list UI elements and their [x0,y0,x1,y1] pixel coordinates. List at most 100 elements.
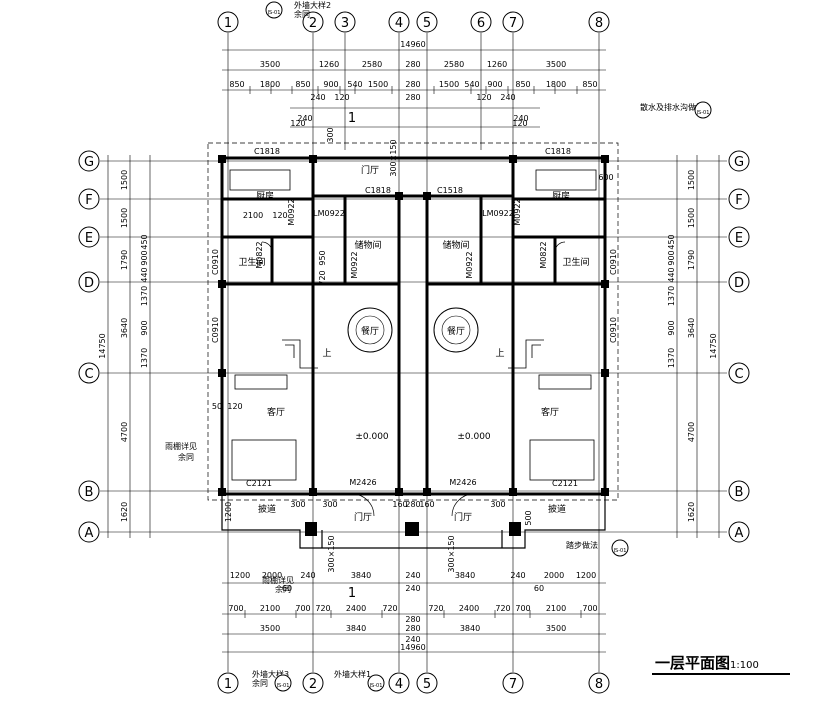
window-c1818-right: C1818 [545,147,571,156]
room-labels: 厨房 厨房 卫生间 卫生间 储物间 储物间 餐厅 餐厅 客厅 客厅 门厅 门厅 … [238,164,589,523]
axis-bottom-5: 5 [423,677,431,692]
axis-top-5: 5 [423,16,431,31]
walls [220,156,607,496]
misc-14: 300 [290,500,305,509]
door-lm0922-left: LM0922 [313,209,345,218]
section-mark-bottom: 1 [348,586,356,601]
dim-top-r2-8: 1500 [439,80,459,89]
dim-left-sub-2: 440 [140,267,149,282]
roof-outline [207,142,619,501]
dim-left-total: 14750 [98,333,107,358]
dim-bottom-r2-5: 720 [382,604,397,613]
dim-top-r3-2: 280 [405,93,420,102]
misc-4: 2100 [243,211,263,220]
axis-right-b: B [735,485,744,500]
drawing-title: 一层平面图 [655,654,730,672]
door-m0922-storage-left: M0922 [350,251,359,278]
note-left-3: 雨棚详见 [262,575,294,585]
stair-dim-bottom-right: 300×150 [447,535,456,572]
axis-bottom-4: 4 [395,677,403,692]
structural-columns [218,155,609,536]
bottom-dimension-lines [222,582,606,653]
section-mark-top: 1 [348,111,356,126]
room-storage-left: 储物间 [354,239,381,251]
dim-bottom-r2-0: 700 [228,604,243,613]
furniture [229,169,597,481]
dim-left-4: 4700 [120,422,129,442]
door-m0822-right: M0822 [539,241,548,268]
misc-12: 160 [419,500,434,509]
dim-right-sub-1: 900 [667,250,676,265]
room-living-right: 客厅 [541,406,559,418]
dim-bottom-r3-4: 240 [405,571,420,580]
window-c1518-center: C1518 [437,186,463,195]
dim-bottom-r1-3: 3840 [460,624,480,633]
dim-top-r2-10: 900 [487,80,502,89]
room-foyer-top: 门厅 [361,164,379,176]
stair-up-right: 上 [495,348,504,359]
axis-right-f: F [735,193,742,208]
detail-ref-bottom-right: JS-01 [369,683,383,689]
window-c1818-center: C1818 [365,186,391,195]
room-veranda-right: 披道 [548,503,566,515]
axis-top-4: 4 [395,16,403,31]
dim-left-5: 1620 [120,502,129,522]
dim-top-r2-11: 240 [500,93,515,102]
misc-2: 300 [326,127,335,142]
dim-bottom-r2-1: 2100 [260,604,280,613]
porch-outline [221,494,606,549]
room-kitchen-left: 厨房 [256,190,274,202]
note-left-1: 雨棚详见 [165,441,197,451]
detail-callout-right-top [694,101,712,119]
room-bathroom-left: 卫生间 [238,256,265,268]
dining-table-right [433,307,479,353]
misc-3: 600 [598,173,613,182]
note-right-bottom: 踏步做法 [566,540,598,550]
misc-13: 1200 [224,502,233,522]
axis-bubbles-top: 1 2 3 4 5 6 7 8 [217,11,610,33]
window-c0910-left-upper: C0910 [211,249,220,275]
dim-bottom-r3-2: 240 [300,571,315,580]
dim-top-r2-7: 280 [405,80,420,89]
detail-callouts: JS-01 JS-01 JS-01 JS-01 JS-01 [265,1,712,692]
dim-right-sub-2: 440 [667,267,676,282]
dim-left-3: 3640 [120,318,129,338]
misc-11: 280 [405,500,420,509]
dim-bottom-r1-1: 3840 [346,624,366,633]
left-dimensions: 14750 1500 1500 1790 3640 4700 1620 900 … [98,170,149,522]
dim-right-sub-3: 1370 [667,286,676,306]
dim-top-r1-5: 1260 [487,60,507,69]
opening-labels: C1818 C1818 C1818 C1518 C0910 C0910 C091… [211,147,618,488]
room-living-left: 客厅 [267,406,285,418]
dim-right-5: 1620 [687,502,696,522]
axis-right-d: D [734,276,744,291]
dim-right-sub-4: 900 [667,320,676,335]
dim-bottom-small-1: 240 [405,584,420,593]
dim-top-r2-1: 1800 [260,80,280,89]
dim-left-sub-4: 900 [140,320,149,335]
axis-left-f: F [85,193,92,208]
dim-top-r2-14: 850 [582,80,597,89]
dim-bottom-r2-8: 720 [495,604,510,613]
note-bottom-right: 外墙大样1 [334,669,371,679]
room-foyer-bottom-right: 门厅 [454,511,472,523]
dim-bottom-r2-11: 700 [582,604,597,613]
dim-bottom-r3-6: 240 [510,571,525,580]
axis-bubbles-right: G F E D C B A [728,150,750,543]
dim-top-r2-9: 540 [464,80,479,89]
misc-10: 160 [392,500,407,509]
axis-left-b: B [85,485,94,500]
misc-5: 120 [272,211,287,220]
misc-7: 720 [318,270,327,285]
door-m0922-right: M0922 [513,198,522,225]
dim-bottom-r3-3: 3840 [351,571,371,580]
door-swings [261,241,566,517]
dim-bottom-r2-9: 700 [515,604,530,613]
dim-top-r2-4: 900 [323,80,338,89]
dim-top-r2-3: 240 [310,93,325,102]
dim-bottom-r3-0: 1200 [230,571,250,580]
dim-bottom-r2-6: 720 [428,604,443,613]
door-m2426-left: M2426 [349,478,376,487]
door-m2426-right: M2426 [449,478,476,487]
